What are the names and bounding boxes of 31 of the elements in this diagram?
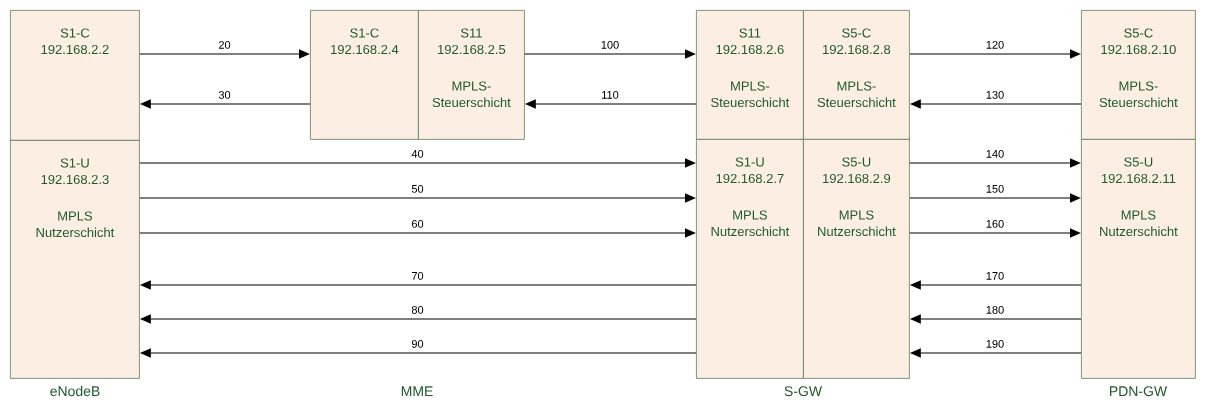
edge-label: 50 (410, 184, 425, 194)
edge-label: 30 (217, 90, 232, 100)
edge-label: 70 (410, 271, 425, 281)
edge-label: 120 (984, 40, 1006, 50)
interface-box: S1-U 192.168.2.3 MPLS Nutzerschicht (10, 140, 140, 379)
interface-box: S11 192.168.2.5 MPLS-Steuerschicht (418, 10, 525, 140)
interface-box: S5-C 192.168.2.8 MPLS-Steuerschicht (803, 10, 910, 140)
edge-label: 150 (984, 184, 1006, 194)
edge-label: 80 (410, 305, 425, 315)
edge-label: 40 (410, 149, 425, 159)
arrow (139, 49, 310, 59)
interface-box: S1-C 192.168.2.2 (10, 10, 140, 141)
edge-label: 190 (984, 339, 1006, 349)
edge-label: 20 (217, 40, 232, 50)
edge-label: 60 (410, 219, 425, 229)
interface-box: S1-C 192.168.2.4 (310, 10, 419, 140)
edge-label: 140 (984, 149, 1006, 159)
edge-label: 130 (984, 90, 1006, 100)
edge-label: 110 (600, 90, 620, 100)
column-label: S-GW (784, 386, 822, 397)
interface-box: S1-U 192.168.2.7 MPLS Nutzerschicht (696, 139, 804, 379)
edge-label: 100 (599, 40, 621, 50)
edge-label: 170 (984, 271, 1006, 281)
edge-label: 90 (410, 339, 425, 349)
interface-box: S5-U 192.168.2.11 MPLS Nutzerschicht (1081, 139, 1196, 379)
edge-label: 180 (984, 305, 1006, 315)
interface-box: S5-U 192.168.2.9 MPLS Nutzerschicht (803, 139, 910, 379)
edge-label: 160 (984, 219, 1006, 229)
interface-box: S5-C 192.168.2.10 MPLS-Steuerschicht (1081, 10, 1196, 140)
column-label: MME (401, 386, 433, 396)
interface-box: S11 192.168.2.6 MPLS-Steuerschicht (696, 10, 804, 140)
